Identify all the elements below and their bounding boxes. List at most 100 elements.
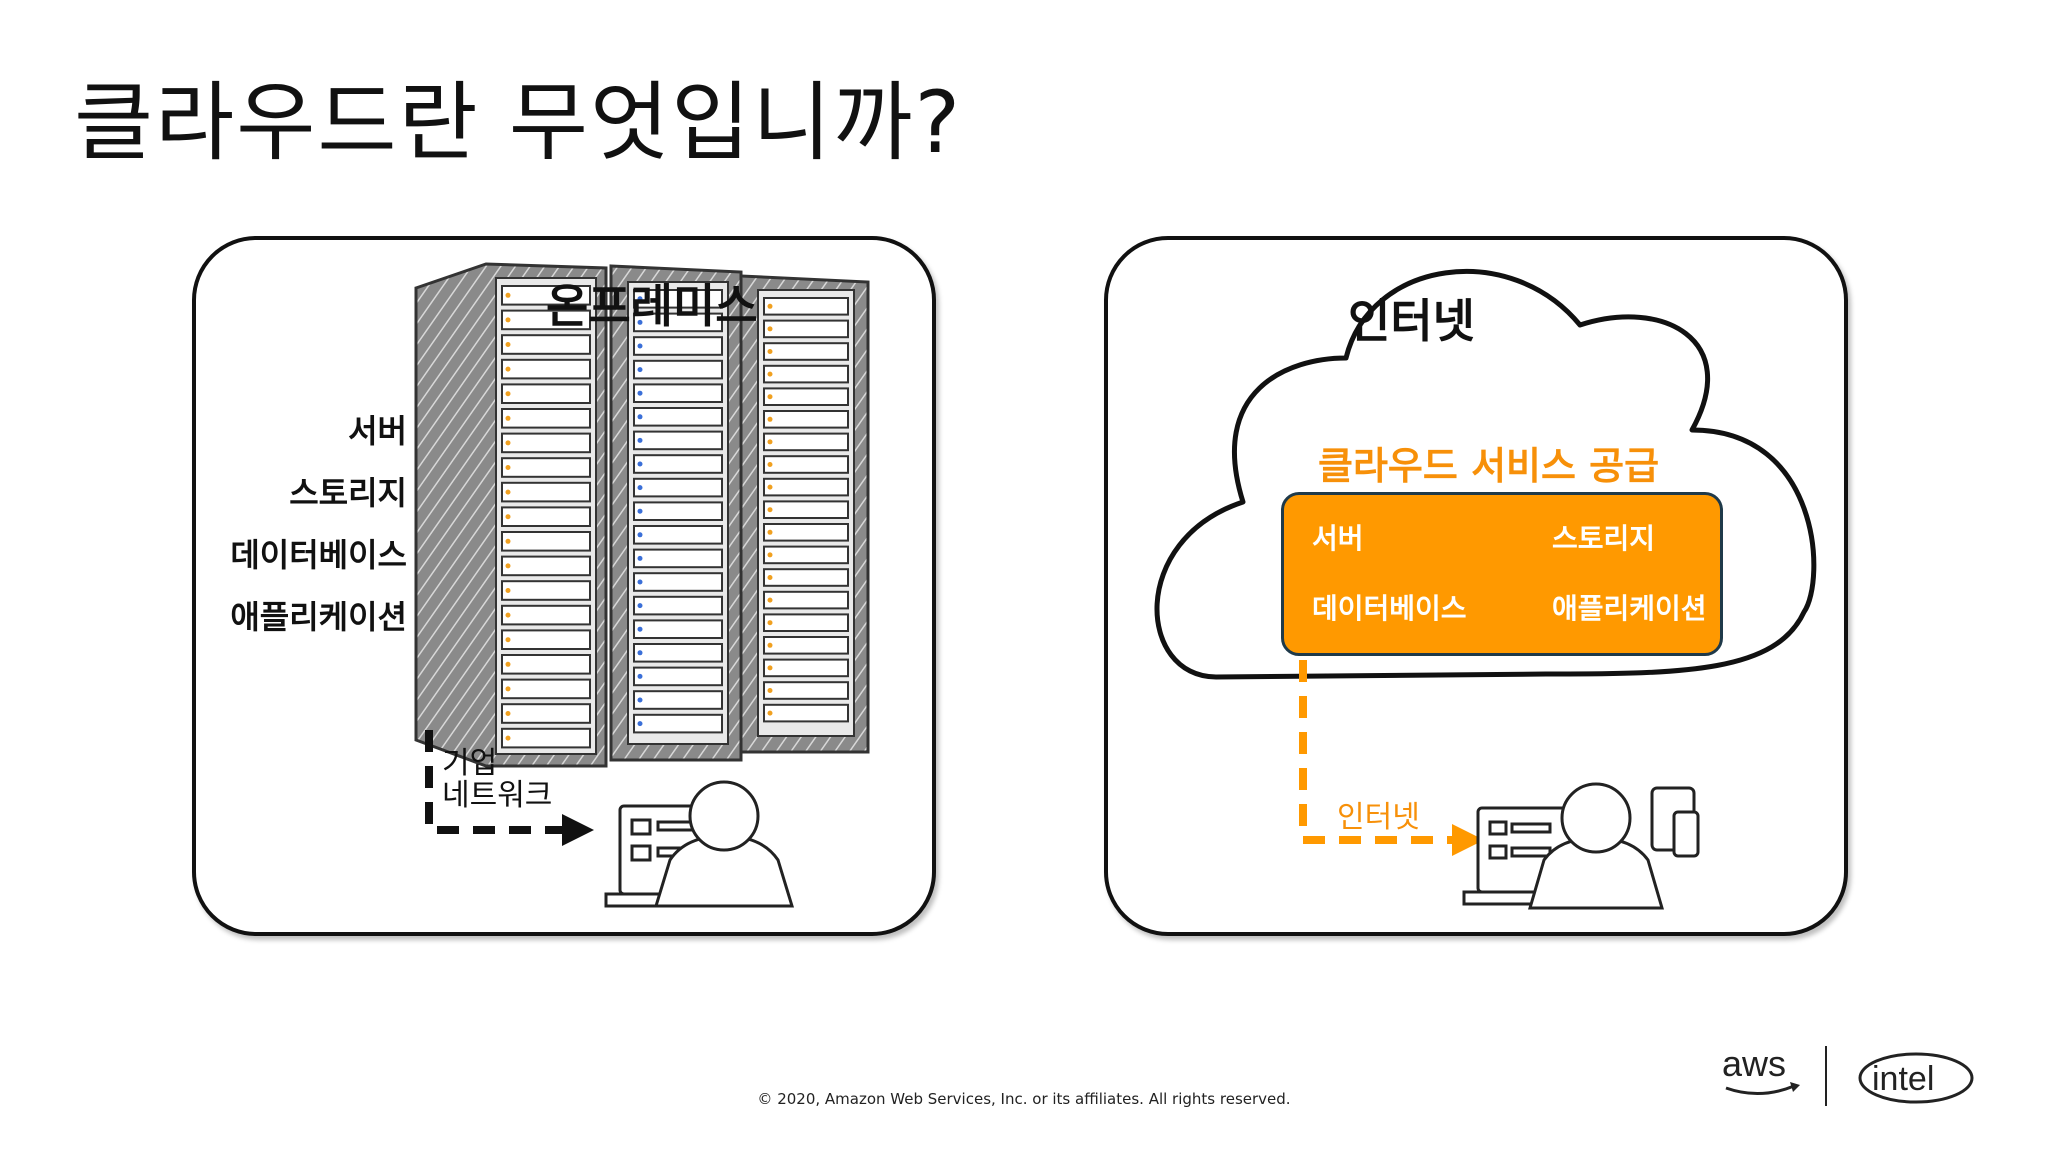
server-led — [767, 507, 773, 513]
server-led — [767, 529, 773, 535]
server-slot — [501, 555, 591, 577]
server-led — [767, 642, 773, 648]
server-slot — [763, 364, 849, 384]
server-led — [637, 343, 643, 349]
server-led — [505, 465, 511, 470]
server-slot — [501, 727, 591, 749]
server-slot — [501, 703, 591, 724]
server-led — [637, 485, 643, 491]
server-led — [767, 371, 773, 377]
internet-network-label: 인터넷 — [1337, 800, 1420, 835]
server-led — [637, 414, 643, 420]
server-slot — [763, 387, 849, 406]
copyright-footer: © 2020, Amazon Web Services, Inc. or its… — [757, 1090, 1291, 1108]
server-rack-icon — [414, 262, 870, 768]
server-slot — [763, 590, 849, 610]
server-led — [637, 673, 643, 679]
on-premises-title: 온프레미스 — [546, 279, 758, 333]
server-led — [505, 514, 511, 520]
server-slot — [633, 289, 723, 309]
server-led — [767, 349, 773, 354]
server-led — [505, 563, 511, 569]
server-led — [505, 637, 511, 643]
server-led — [767, 597, 773, 603]
server-slot — [633, 501, 723, 521]
server-led — [767, 552, 773, 558]
server-slot — [501, 604, 591, 626]
server-slot — [633, 477, 723, 498]
service-storage: 스토리지 — [1552, 522, 1656, 555]
server-led — [767, 688, 773, 693]
server-led — [505, 588, 511, 593]
aws-logo-text: aws — [1722, 1043, 1786, 1084]
server-led — [637, 697, 643, 703]
server-led — [767, 462, 773, 467]
server-led — [505, 366, 511, 372]
server-led — [637, 437, 643, 443]
cloud-panel: 인터넷 클라우드 서비스 공급 서버 스토리지 데이터베이스 애플리케이션 인터… — [1104, 236, 1848, 936]
server-slot — [501, 531, 591, 552]
server-slot — [501, 481, 591, 503]
server-led — [637, 721, 643, 727]
server-slot — [763, 568, 849, 587]
server-led — [767, 439, 773, 445]
server-slot — [763, 613, 849, 632]
server-led — [505, 538, 511, 544]
server-slot — [501, 678, 591, 700]
server-slot — [633, 595, 723, 616]
server-slot — [763, 432, 849, 452]
service-application: 애플리케이션 — [1552, 592, 1707, 625]
server-led — [637, 367, 643, 373]
server-slot — [501, 457, 591, 478]
server-led — [505, 735, 511, 741]
server-slot — [501, 334, 591, 355]
corporate-network-line2: 네트워크 — [442, 778, 553, 813]
server-led — [505, 292, 511, 298]
resource-application: 애플리케이션 — [230, 598, 407, 636]
server-slot — [633, 548, 723, 569]
corporate-network-label: 기업 네트워크 — [442, 748, 552, 812]
intel-logo-text: intel — [1872, 1060, 1934, 1098]
server-led — [505, 415, 511, 421]
user-laptop-icon — [604, 780, 795, 908]
server-slot — [633, 407, 723, 427]
server-slot — [501, 358, 591, 380]
slide-title: 클라우드란 무엇입니까? — [74, 73, 963, 173]
resource-database: 데이터베이스 — [230, 536, 407, 574]
server-slot — [633, 336, 723, 356]
server-slot — [501, 580, 591, 601]
aws-logo: aws — [1722, 1043, 1800, 1096]
server-slot — [763, 477, 849, 497]
server-slot — [763, 523, 849, 542]
server-led — [505, 342, 511, 347]
server-led — [767, 394, 773, 400]
server-led — [767, 303, 773, 309]
server-led — [505, 440, 511, 446]
service-database: 데이터베이스 — [1312, 592, 1467, 625]
server-slot — [633, 525, 723, 545]
server-slot — [633, 312, 723, 333]
server-slot — [633, 454, 723, 474]
internet-arrow — [1299, 660, 1484, 856]
server-slot — [501, 506, 591, 527]
corporate-network-line1: 기업 — [442, 746, 498, 781]
server-slot — [633, 643, 723, 663]
server-led — [637, 579, 643, 585]
server-led — [505, 661, 511, 667]
server-slot — [763, 658, 849, 678]
server-slot — [763, 342, 849, 361]
server-slot — [633, 690, 723, 710]
server-slot — [633, 359, 723, 380]
internet-title: 인터넷 — [1348, 294, 1475, 348]
service-server: 서버 — [1312, 522, 1364, 555]
server-led — [767, 416, 773, 422]
server-slot — [633, 666, 723, 687]
server-led — [767, 665, 773, 671]
server-slot — [763, 636, 849, 655]
server-slot — [501, 408, 591, 429]
server-led — [505, 317, 511, 323]
cloud-services-box: 서버 스토리지 데이터베이스 애플리케이션 — [1281, 492, 1723, 656]
server-slot — [763, 297, 849, 316]
server-slot — [763, 319, 849, 339]
server-slot — [763, 455, 849, 474]
